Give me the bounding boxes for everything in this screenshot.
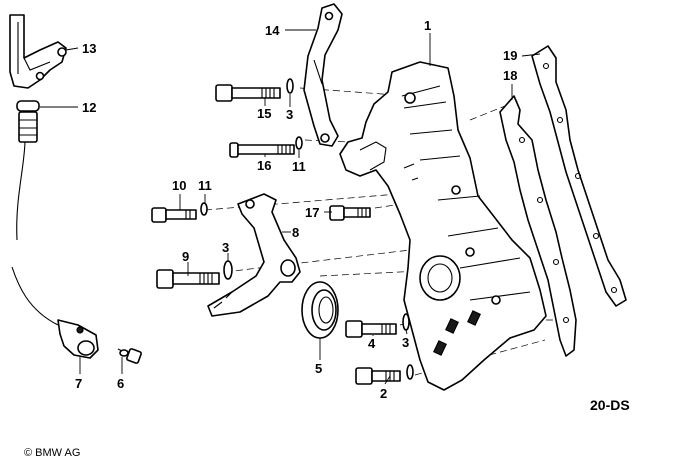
arm-part-8[interactable]: [207, 193, 301, 317]
callout-8: 8: [292, 225, 299, 240]
callout-14: 14: [265, 23, 280, 38]
washer-part-3-lower[interactable]: [402, 313, 410, 331]
callout-19: 19: [503, 48, 517, 63]
bolt-part-4[interactable]: [345, 320, 397, 338]
callout-16: 16: [257, 158, 271, 173]
bolt-part-9[interactable]: [156, 269, 220, 289]
bolt-part-2[interactable]: [355, 364, 414, 385]
bolt-part-10[interactable]: [151, 207, 197, 223]
seal-part-5[interactable]: [301, 281, 339, 339]
callout-4: 4: [368, 336, 376, 351]
callout-18: 18: [503, 68, 517, 83]
callout-5: 5: [315, 361, 322, 376]
callout-3-upper: 3: [286, 107, 293, 122]
bolt-part-17[interactable]: [329, 205, 371, 221]
washer-part-11-lower[interactable]: [200, 202, 208, 216]
callout-12: 12: [82, 100, 96, 115]
pulse-sender-part-7[interactable]: [11, 266, 99, 359]
gasket-part-18[interactable]: [499, 95, 577, 357]
washer-part-3-upper[interactable]: [286, 78, 294, 94]
callout-labels: 1 2 3 3 3 4 5 6 7 8 9 10 11 11 12 13 14 …: [75, 18, 517, 401]
copyright-notice: © BMW AG: [24, 447, 80, 459]
bracket-part-13[interactable]: [9, 14, 67, 89]
callout-10: 10: [172, 178, 186, 193]
diagram-code: 20-DS: [590, 397, 630, 413]
sensor-part-12[interactable]: [16, 100, 40, 241]
leader-lines: [40, 29, 541, 385]
washer-part-11-upper[interactable]: [295, 136, 303, 150]
gasket-part-19[interactable]: [531, 45, 627, 307]
callout-3-lower: 3: [402, 335, 409, 350]
callout-3-middle: 3: [222, 240, 229, 255]
callout-7: 7: [75, 376, 82, 391]
support-bracket-part-14[interactable]: [303, 3, 343, 147]
callout-6: 6: [117, 376, 124, 391]
callout-13: 13: [82, 41, 96, 56]
washer-part-3-middle[interactable]: [223, 260, 233, 280]
screw-part-6[interactable]: [117, 348, 142, 364]
callout-17: 17: [305, 205, 319, 220]
callout-1: 1: [424, 18, 431, 33]
callout-11-lower: 11: [198, 178, 212, 193]
callout-2: 2: [380, 386, 387, 401]
bolt-part-16[interactable]: [229, 142, 295, 158]
callout-9: 9: [182, 249, 189, 264]
timing-cover-part-1[interactable]: [339, 61, 547, 391]
callout-11-upper: 11: [292, 159, 306, 174]
bolt-part-15[interactable]: [215, 84, 281, 102]
callout-15: 15: [257, 106, 271, 121]
